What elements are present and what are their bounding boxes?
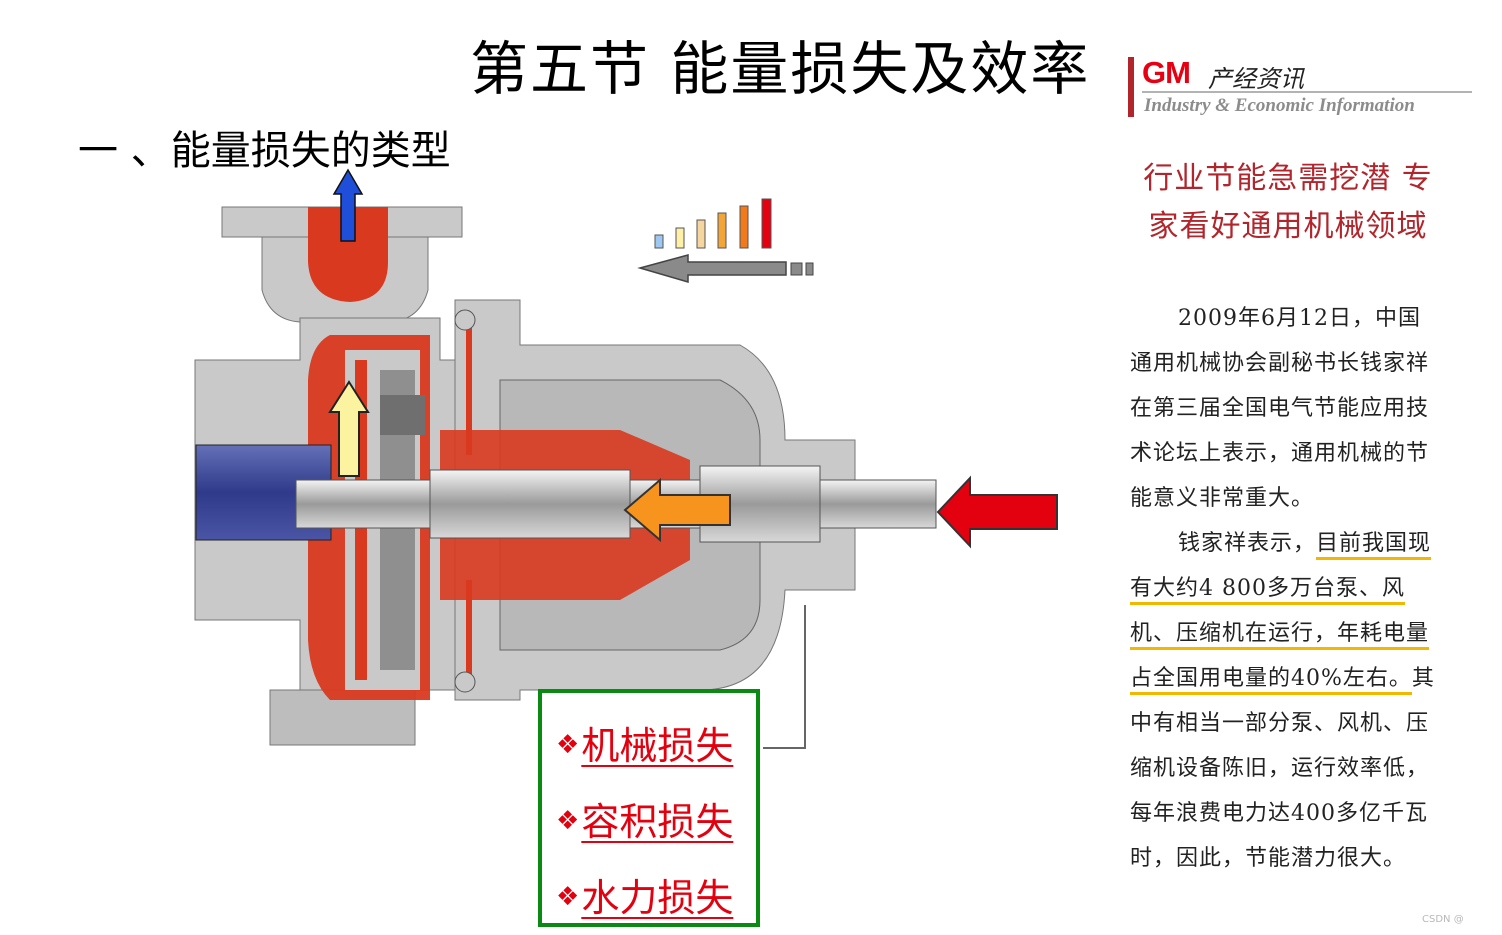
pump-shaft <box>295 465 937 543</box>
red-left-arrow-icon <box>936 475 1058 549</box>
orange-left-arrow-icon <box>623 477 731 543</box>
energy-bars-icon <box>654 198 772 249</box>
gray-left-arrow-icon <box>637 254 814 283</box>
logo-name-cn: 产经资讯 <box>1208 65 1304 93</box>
yellow-up-arrow-icon <box>328 380 370 477</box>
article-paragraph-1: 2009年6月12日，中国通用机械协会副秘书长钱家祥在第三届全国电气节能应用技术… <box>1130 306 1430 511</box>
logo-name-en: Industry & Economic Information <box>1144 95 1415 116</box>
loss-item-hydraulic: ❖水力损失 <box>556 876 734 920</box>
article-paragraph-2: 钱家祥表示，目前我国现有大约4 800多万台泵、风机、压缩机在运行，年耗电量占全… <box>1130 531 1435 871</box>
loss-types-box: ❖机械损失 ❖容积损失 ❖水力损失 <box>538 689 760 927</box>
pump-cross-section-diagram <box>194 168 1058 749</box>
article-body: 2009年6月12日，中国通用机械协会副秘书长钱家祥在第三届全国电气节能应用技术… <box>1130 296 1436 881</box>
gm-logo: GM 产经资讯 Industry & Economic Information <box>1128 55 1472 121</box>
loss-item-mechanical: ❖机械损失 <box>556 724 734 768</box>
watermark: CSDN @ <box>1422 914 1464 925</box>
diamond-bullet-icon: ❖ <box>556 882 580 912</box>
article-headline: 行业节能急需挖潜 专家看好通用机械领域 <box>1143 161 1433 244</box>
diamond-bullet-icon: ❖ <box>556 806 580 836</box>
slide-title: 第五节 能量损失及效率 <box>470 35 1091 103</box>
highlighted-statistic: 目前我国现有大约4 800多万台泵、风机、压缩机在运行，年耗电量占全国用电量的4… <box>1130 531 1432 695</box>
diamond-bullet-icon: ❖ <box>556 730 580 760</box>
loss-item-volumetric: ❖容积损失 <box>556 800 734 844</box>
blue-up-arrow-icon <box>332 168 364 242</box>
section-heading: 一 、能量损失的类型 <box>78 128 451 174</box>
logo-brand: GM <box>1142 55 1191 90</box>
leader-line <box>763 605 806 749</box>
